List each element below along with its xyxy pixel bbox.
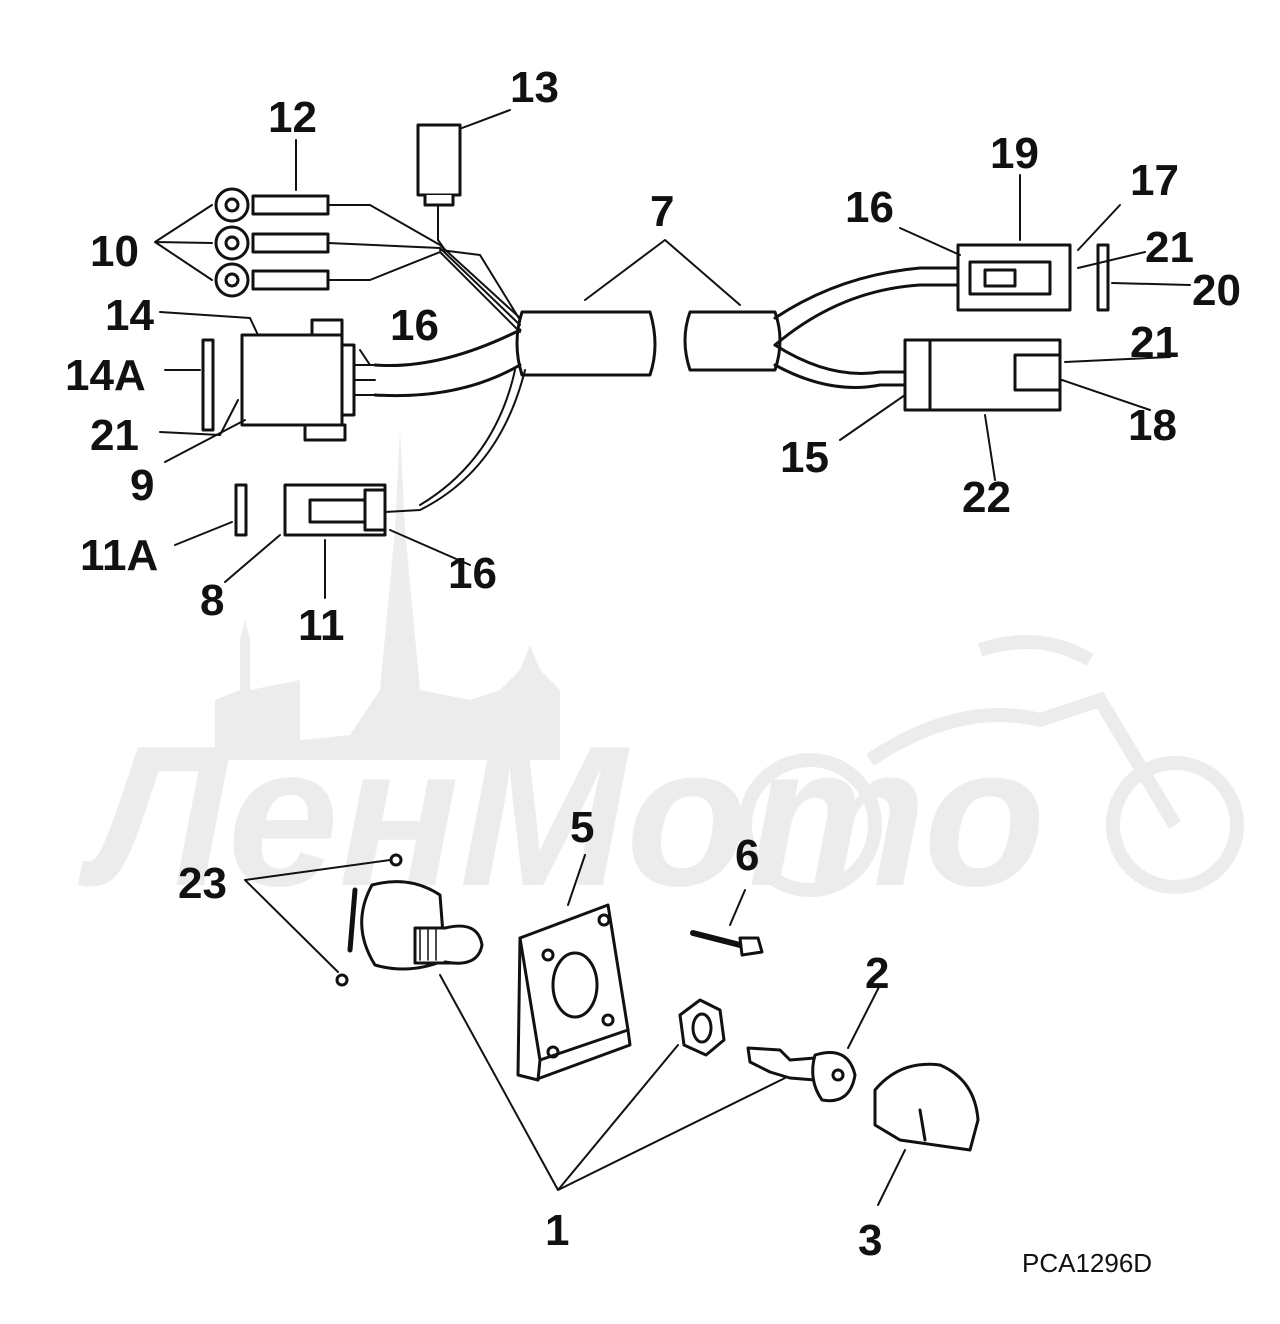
callout-6: 6 <box>735 831 759 880</box>
connector-8 <box>283 483 387 537</box>
drawing-code: PCA1296D <box>1022 1248 1152 1278</box>
connector-19 <box>956 243 1072 312</box>
callout-21-lower-right: 21 <box>1130 318 1179 367</box>
callout-9: 9 <box>130 461 154 510</box>
ring-terminals <box>214 187 330 298</box>
leader-lines <box>154 109 1191 599</box>
callout-13: 13 <box>510 63 559 112</box>
part-23-lower <box>335 973 349 987</box>
callout-15: 15 <box>780 433 829 482</box>
ignition-switch <box>347 880 484 971</box>
key-cap <box>873 1062 980 1152</box>
part-23-upper <box>389 853 403 867</box>
callout-11: 11 <box>298 601 345 650</box>
callout-22: 22 <box>962 473 1011 522</box>
callout-14: 14 <box>105 291 154 340</box>
wire-to-connector-19 <box>773 266 962 347</box>
callout-19: 19 <box>990 129 1039 178</box>
callout-2: 2 <box>865 949 889 998</box>
key <box>746 1046 857 1103</box>
wire-to-connector-8 <box>384 369 526 513</box>
seal-14a <box>201 338 215 432</box>
callout-20: 20 <box>1192 266 1241 315</box>
connector-9 <box>240 318 522 442</box>
callout-12: 12 <box>268 93 317 142</box>
harness-sleeve-left <box>515 310 657 377</box>
callout-7: 7 <box>650 187 674 236</box>
callout-labels: 13 12 10 14 14A 21 9 16 7 16 19 17 21 20… <box>65 63 1241 1265</box>
wiring-harness <box>154 109 1191 599</box>
callout-10: 10 <box>90 227 139 276</box>
callout-17: 17 <box>1130 156 1179 205</box>
nut <box>678 998 726 1057</box>
terminal-wires <box>327 204 521 333</box>
callout-21-upper-right: 21 <box>1145 223 1194 272</box>
seal-11a <box>234 483 248 537</box>
screw <box>690 930 764 957</box>
callout-1: 1 <box>545 1206 569 1255</box>
mounting-plate <box>516 903 632 1082</box>
watermark-castle-icon <box>215 430 560 760</box>
callout-11a: 11A <box>80 531 158 580</box>
callout-18: 18 <box>1128 401 1177 450</box>
callout-21-left: 21 <box>90 411 139 460</box>
watermark-text: ЛенМото <box>77 705 1046 928</box>
leader-lines-lower <box>244 854 906 1206</box>
connector-22 <box>903 338 1062 412</box>
callout-5: 5 <box>570 803 594 852</box>
connector-13 <box>416 123 462 251</box>
callout-16-bottom: 16 <box>448 549 497 598</box>
seal-20 <box>1096 243 1110 312</box>
callout-16-left: 16 <box>390 301 439 350</box>
harness-sleeve-right <box>683 310 782 372</box>
watermark-motorcycle-icon <box>738 635 1244 897</box>
callout-3: 3 <box>858 1216 882 1265</box>
callout-23: 23 <box>178 859 227 908</box>
callout-16-right: 16 <box>845 183 894 232</box>
ignition-switch-assembly <box>244 853 980 1206</box>
callout-14a: 14A <box>65 351 146 400</box>
watermark: ЛенМото <box>77 430 1244 928</box>
callout-8: 8 <box>200 576 224 625</box>
